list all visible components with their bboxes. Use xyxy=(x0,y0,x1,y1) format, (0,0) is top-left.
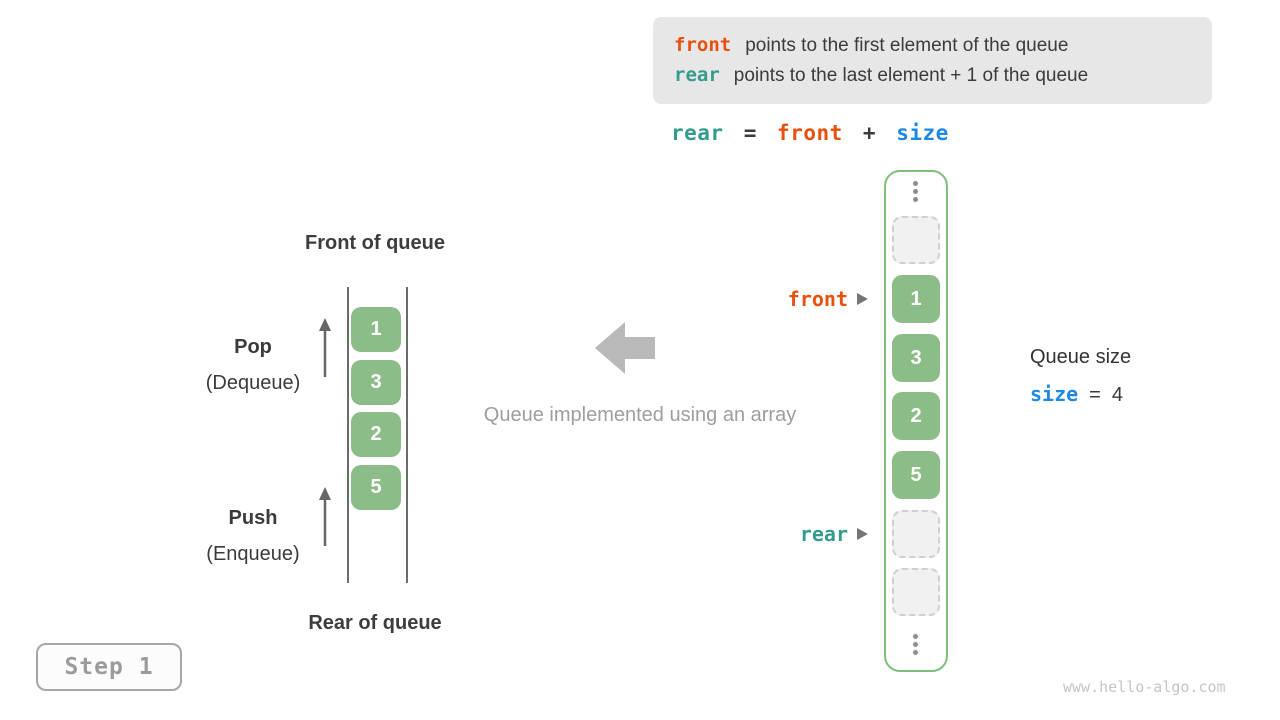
front-pointer: front xyxy=(736,287,868,311)
array-cell: 3 xyxy=(892,334,940,382)
channel-left-line xyxy=(347,287,349,583)
front-definition-text: points to the first element of the queue xyxy=(745,35,1069,56)
rear-definition-line: rear points to the last element + 1 of t… xyxy=(674,64,1212,87)
array-cell: 2 xyxy=(892,392,940,440)
rear-of-queue-label: Rear of queue xyxy=(308,612,442,634)
pop-label: Pop xyxy=(234,336,272,358)
size-value: 4 xyxy=(1111,384,1123,406)
pointer-arrow-icon xyxy=(857,528,868,540)
array-cell: 5 xyxy=(892,451,940,499)
front-keyword: front xyxy=(674,34,732,56)
array-cell-empty xyxy=(892,510,940,558)
formula-front: front xyxy=(777,121,843,145)
rear-keyword: rear xyxy=(674,64,720,86)
queue-element: 3 xyxy=(351,360,401,405)
queue-size-value-line: size = 4 xyxy=(1030,382,1123,407)
rear-pointer: rear xyxy=(736,522,868,546)
formula-equals: = xyxy=(743,121,757,145)
front-definition-line: front points to the first element of the… xyxy=(674,34,1212,57)
watermark: www.hello-algo.com xyxy=(1063,678,1226,696)
rear-pointer-label: rear xyxy=(799,522,848,546)
left-arrow-icon xyxy=(595,322,655,374)
rear-definition-text: points to the last element + 1 of the qu… xyxy=(733,65,1089,86)
queue-element: 5 xyxy=(351,465,401,510)
push-label: Push xyxy=(228,507,278,529)
formula-size: size xyxy=(896,121,949,145)
front-of-queue-label: Front of queue xyxy=(305,232,445,254)
dequeue-label: (Dequeue) xyxy=(205,372,301,394)
ellipsis-top-icon xyxy=(913,181,918,202)
pop-up-arrow-icon xyxy=(319,318,331,377)
channel-right-line xyxy=(406,287,408,583)
pointer-definitions-box: front points to the first element of the… xyxy=(653,17,1212,104)
array-cell-empty xyxy=(892,568,940,616)
pointer-arrow-icon xyxy=(857,293,868,305)
front-pointer-label: front xyxy=(787,287,848,311)
diagram-caption: Queue implemented using an array xyxy=(483,404,797,426)
queue-element: 1 xyxy=(351,307,401,352)
array-cell: 1 xyxy=(892,275,940,323)
array-cell-empty xyxy=(892,216,940,264)
push-up-arrow-icon xyxy=(319,487,331,546)
queue-element: 2 xyxy=(351,412,401,457)
formula-rear: rear xyxy=(671,121,724,145)
size-equals: = xyxy=(1089,384,1101,406)
step-badge: Step 1 xyxy=(36,643,182,691)
ellipsis-bottom-icon xyxy=(913,634,918,655)
enqueue-label: (Enqueue) xyxy=(206,543,300,565)
rear-formula: rear = front + size xyxy=(671,121,949,145)
size-keyword: size xyxy=(1030,382,1079,406)
formula-plus: + xyxy=(862,121,877,145)
queue-size-title: Queue size xyxy=(1030,346,1132,368)
